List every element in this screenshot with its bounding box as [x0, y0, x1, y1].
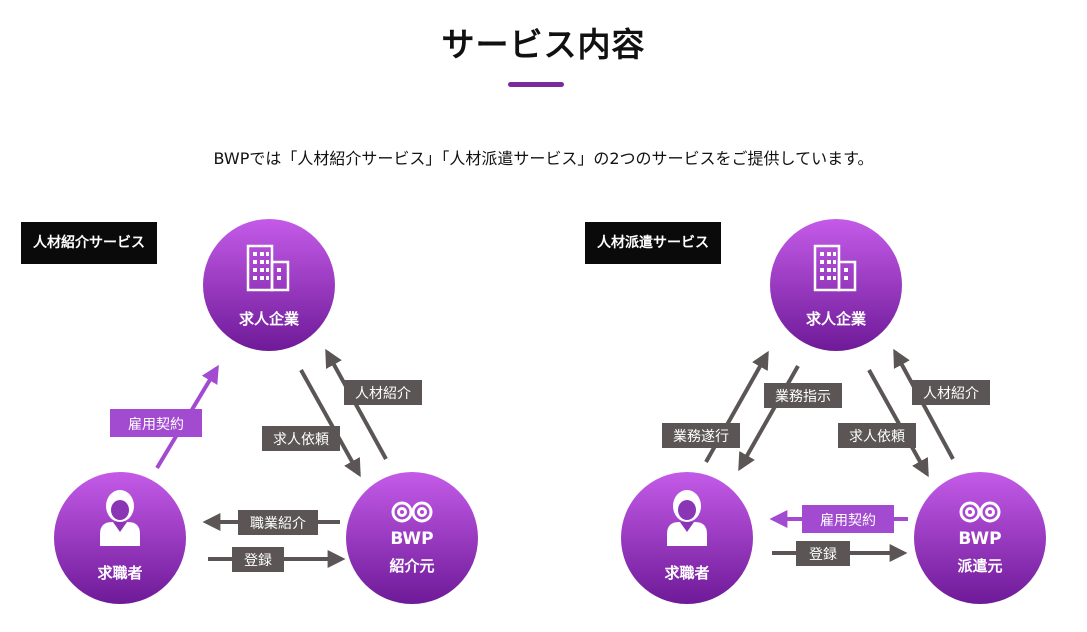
person-icon	[667, 490, 707, 546]
label-job-intro: 職業紹介	[238, 510, 318, 535]
svg-text:人材紹介: 人材紹介	[923, 386, 979, 402]
building-icon	[246, 244, 290, 292]
svg-text:雇用契約: 雇用契約	[128, 416, 184, 433]
bwp-logo-text: BWP	[390, 529, 433, 549]
svg-text:業務遂行: 業務遂行	[673, 429, 729, 445]
node-bwp: BWP 派遣元	[914, 472, 1046, 604]
node-company-label: 求人企業	[239, 310, 300, 328]
arrow-instruction	[738, 365, 800, 472]
svg-text:人材紹介: 人材紹介	[355, 386, 411, 402]
node-seeker: 求職者	[54, 472, 186, 604]
building-icon	[813, 244, 857, 292]
bwp-infinity-icon	[391, 501, 433, 523]
tag-dispatch-service: 人材派遣サービス	[585, 222, 721, 264]
arrow-request	[867, 369, 929, 478]
label-register: 登録	[796, 541, 850, 566]
node-company: 求人企業	[770, 219, 902, 351]
node-bwp: BWP 紹介元	[346, 472, 478, 604]
label-instruction: 業務指示	[764, 383, 842, 408]
svg-text:雇用契約: 雇用契約	[820, 512, 876, 529]
arrow-referral	[325, 348, 388, 460]
svg-text:登録: 登録	[809, 547, 837, 563]
page-title: サービス内容	[441, 25, 646, 64]
arrow-referral	[893, 348, 955, 460]
title-underline	[508, 82, 564, 87]
svg-text:求人依頼: 求人依頼	[273, 432, 329, 448]
node-company-label: 求人企業	[806, 310, 867, 328]
svg-text:業務指示: 業務指示	[775, 389, 831, 405]
node-seeker-label: 求職者	[664, 564, 709, 582]
node-bwp-label: 紹介元	[389, 557, 434, 575]
label-execution: 業務遂行	[662, 423, 740, 448]
bwp-logo-text: BWP	[958, 529, 1001, 549]
node-bwp-label: 派遣元	[957, 557, 1002, 575]
bwp-infinity-icon	[959, 501, 1001, 523]
node-seeker: 求職者	[621, 472, 753, 604]
person-icon	[100, 490, 140, 546]
label-request: 求人依頼	[262, 426, 340, 451]
tag-introduction-service: 人材紹介サービス	[21, 222, 157, 264]
label-contract: 雇用契約	[802, 505, 894, 533]
label-register: 登録	[232, 547, 284, 572]
svg-text:職業紹介: 職業紹介	[250, 516, 306, 532]
node-seeker-label: 求職者	[97, 564, 142, 582]
label-referral: 人材紹介	[344, 380, 422, 405]
intro-text: BWPでは「人材紹介サービス」「人材派遣サービス」の2つのサービスをご提供してい…	[213, 149, 874, 168]
introduction-diagram: 人材紹介 求人依頼 雇用契約 職業紹介 登録	[54, 219, 478, 604]
label-request: 求人依頼	[838, 423, 916, 448]
label-referral: 人材紹介	[912, 380, 990, 405]
label-contract: 雇用契約	[110, 409, 202, 437]
svg-text:求人依頼: 求人依頼	[849, 429, 905, 445]
dispatch-diagram: 業務遂行 業務指示 人材紹介 求人依頼 雇用契約 登録	[621, 219, 1046, 604]
arrow-request	[299, 369, 361, 478]
node-company: 求人企業	[203, 219, 335, 351]
svg-text:登録: 登録	[244, 553, 272, 569]
